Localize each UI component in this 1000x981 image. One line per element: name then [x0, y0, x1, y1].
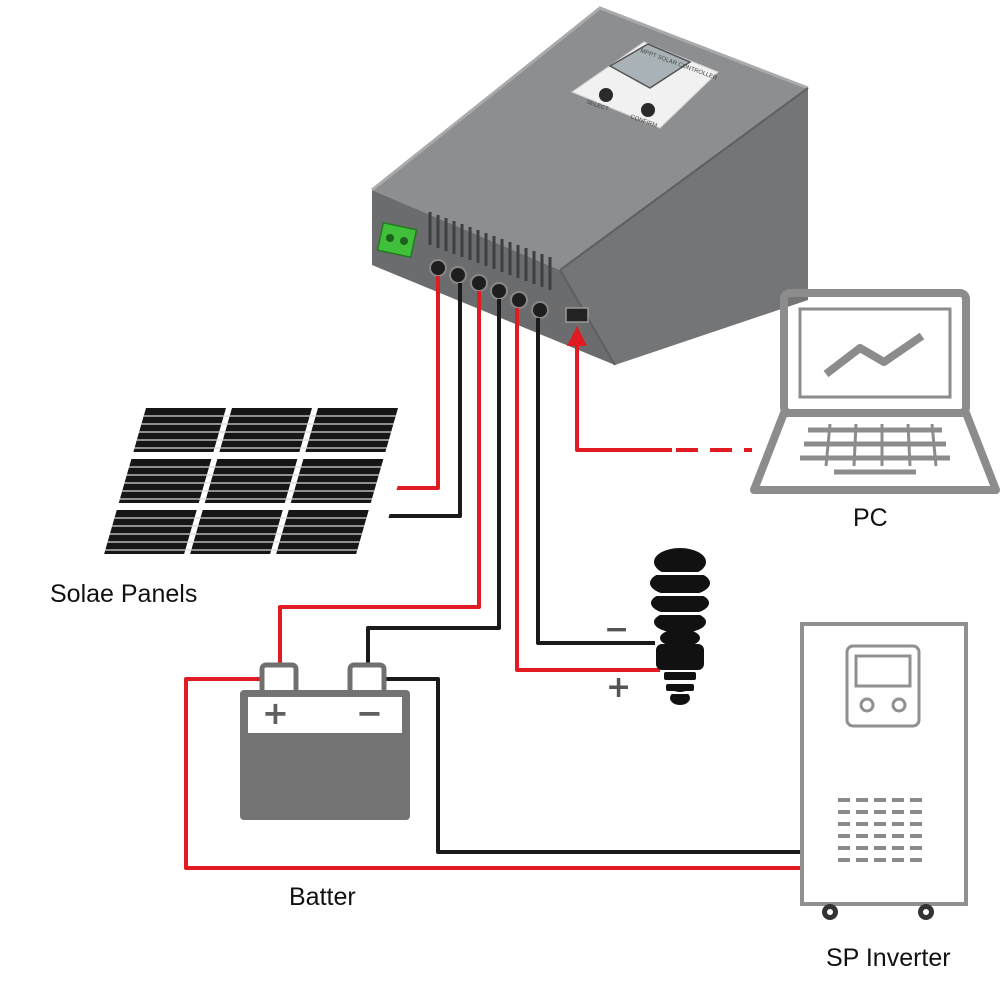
battery-negative-wire — [366, 299, 501, 668]
bulb-icon — [650, 548, 710, 705]
battery-negative-sign: − — [356, 694, 383, 732]
battery-positive-sign: + — [262, 694, 289, 732]
inverter-negative-wire — [380, 677, 802, 854]
solar-panels-label: Solae Panels — [50, 580, 198, 608]
load-positive-wire — [515, 308, 660, 672]
load-negative-wire — [536, 318, 655, 645]
comm-arrow-icon — [567, 326, 587, 346]
inverter-label: SP Inverter — [826, 944, 951, 972]
battery-icon — [240, 662, 410, 820]
load-positive-sign: + — [606, 670, 632, 705]
battery-label: Batter — [289, 883, 356, 911]
pc-comm-wire — [575, 340, 672, 452]
load-negative-sign: − — [604, 612, 630, 647]
inverter-icon — [800, 622, 968, 920]
pc-label: PC — [853, 504, 888, 532]
inverter-positive-wire — [184, 677, 802, 870]
solar-controller: MPPT SOLAR CONTROLLER SELECT CONFIRM — [371, 6, 809, 366]
solar-panel-icon — [100, 408, 420, 558]
battery-positive-wire — [278, 291, 481, 668]
laptop-icon — [750, 289, 1000, 494]
